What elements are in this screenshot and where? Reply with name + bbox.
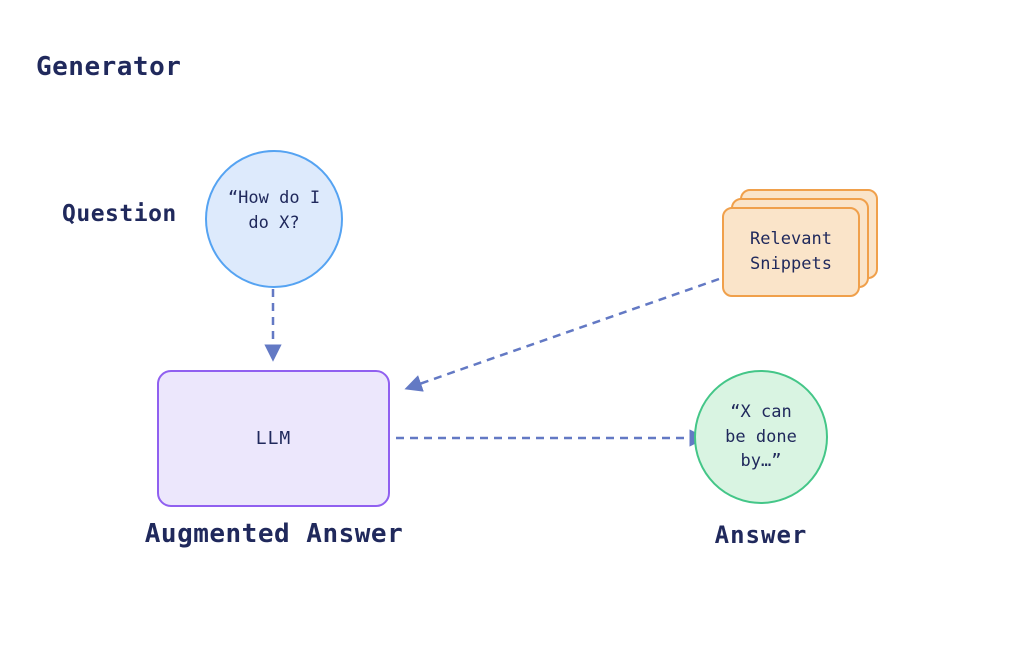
answer-bubble: “X can be done by…” — [694, 370, 828, 504]
snippets-card-front: Relevant Snippets — [722, 207, 860, 297]
question-label: Question — [62, 201, 177, 227]
question-bubble: “How do I do X? — [205, 150, 343, 288]
answer-bubble-text: “X can be done by…” — [725, 402, 797, 472]
page-title: Generator — [36, 52, 182, 82]
answer-caption: Answer — [714, 521, 808, 549]
llm-box: LLM — [157, 370, 390, 507]
arrow-snippets-to-llm — [404, 277, 720, 392]
augmented-answer-caption: Augmented Answer — [144, 519, 404, 549]
snippets-label: Relevant Snippets — [750, 229, 832, 274]
llm-label: LLM — [255, 428, 292, 449]
question-bubble-text: “How do I do X? — [227, 188, 321, 233]
